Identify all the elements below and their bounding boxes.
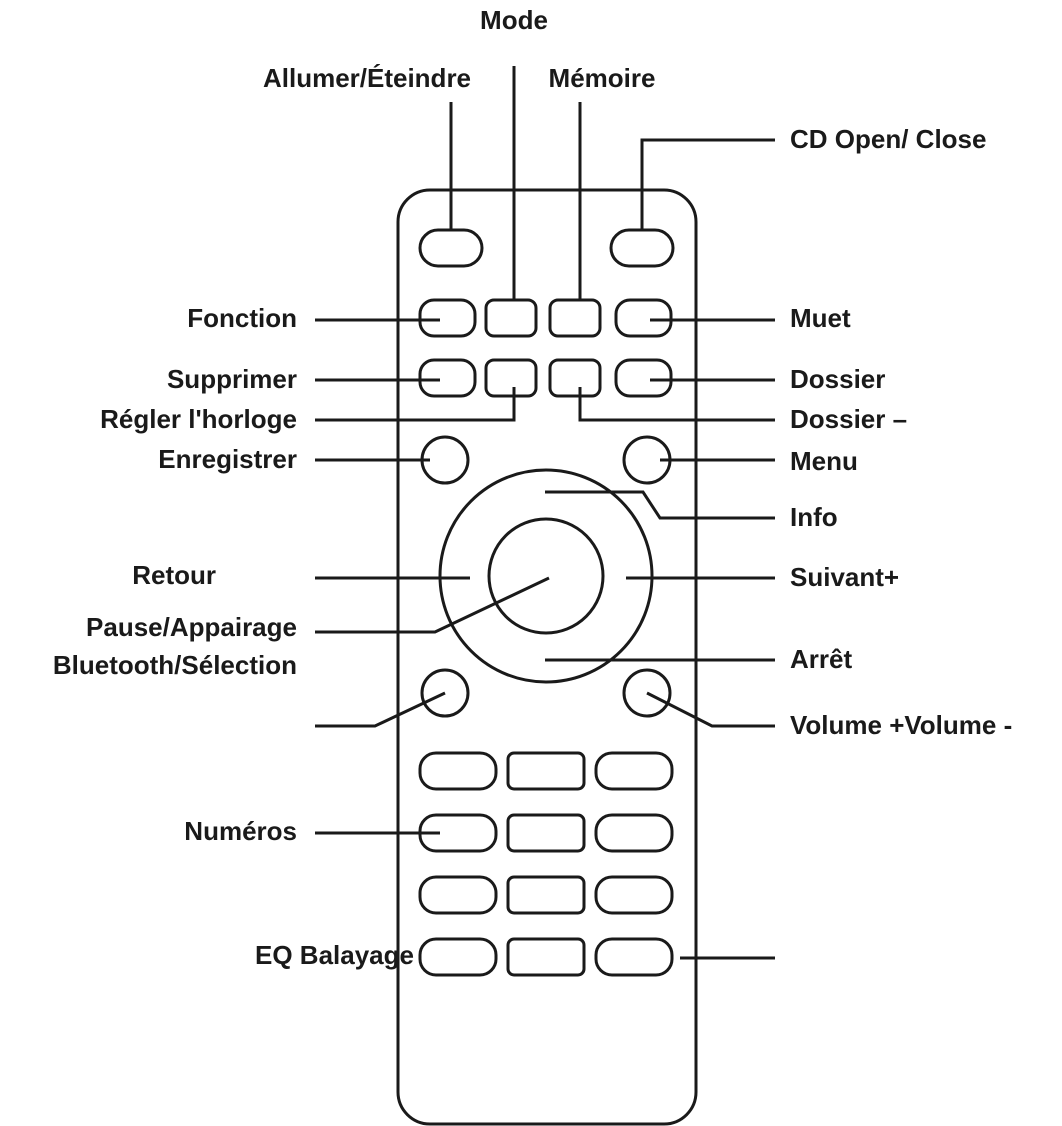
num-button[interactable] xyxy=(506,875,586,915)
num-button[interactable] xyxy=(418,751,498,791)
label-mute: Muet xyxy=(790,303,851,333)
memory-button[interactable] xyxy=(548,298,602,338)
center-select-button[interactable] xyxy=(487,517,605,635)
folder-minus-button[interactable] xyxy=(548,358,602,398)
label-record: Enregistrer xyxy=(158,444,297,474)
leader-folder-minus xyxy=(578,387,775,422)
num-button[interactable] xyxy=(506,937,586,977)
label-back: Retour xyxy=(132,560,216,590)
label-folder-plus: Dossier xyxy=(790,364,885,394)
label-mode: Mode xyxy=(480,5,548,35)
cd-open-close-button[interactable] xyxy=(609,228,675,268)
folder-plus-button[interactable] xyxy=(614,358,673,398)
label-eq-scan: EQ Balayage xyxy=(255,940,414,970)
label-numbers: Numéros xyxy=(184,816,297,846)
leader-cd xyxy=(640,138,775,230)
num-button[interactable] xyxy=(418,875,498,915)
label-next: Suivant+ xyxy=(790,562,899,592)
function-button[interactable] xyxy=(418,298,477,338)
label-memory: Mémoire xyxy=(549,63,656,93)
label-info: Info xyxy=(790,502,838,532)
label-volume: Volume +Volume - xyxy=(790,710,1012,740)
label-set-clock: Régler l'horloge xyxy=(100,404,297,434)
leader-volume-plus xyxy=(646,691,775,728)
delete-button[interactable] xyxy=(418,358,477,398)
label-folder-minus: Dossier – xyxy=(790,404,907,434)
label-power: Allumer/Éteindre xyxy=(263,63,471,93)
label-stop: Arrêt xyxy=(790,644,852,674)
leader-pause xyxy=(315,576,550,634)
label-cd-open-close: CD Open/ Close xyxy=(790,124,986,154)
num-button[interactable] xyxy=(418,937,498,977)
leader-volume-minus xyxy=(315,691,446,728)
mode-button[interactable] xyxy=(484,298,538,338)
leader-info xyxy=(545,490,775,520)
power-button[interactable] xyxy=(418,228,484,268)
label-pause-pair-2: Bluetooth/Sélection xyxy=(53,650,297,680)
eq-scan-button[interactable] xyxy=(594,937,674,977)
num-button[interactable] xyxy=(594,813,674,853)
num-button[interactable] xyxy=(594,875,674,915)
mute-button[interactable] xyxy=(614,298,673,338)
set-clock-button[interactable] xyxy=(484,358,538,398)
label-pause-pair-1: Pause/Appairage xyxy=(86,612,297,642)
num-button[interactable] xyxy=(594,751,674,791)
num-button[interactable] xyxy=(506,813,586,853)
leader-set-clock xyxy=(315,387,516,422)
label-delete: Supprimer xyxy=(167,364,297,394)
label-function: Fonction xyxy=(187,303,297,333)
num-button[interactable] xyxy=(506,751,586,791)
label-menu: Menu xyxy=(790,446,858,476)
